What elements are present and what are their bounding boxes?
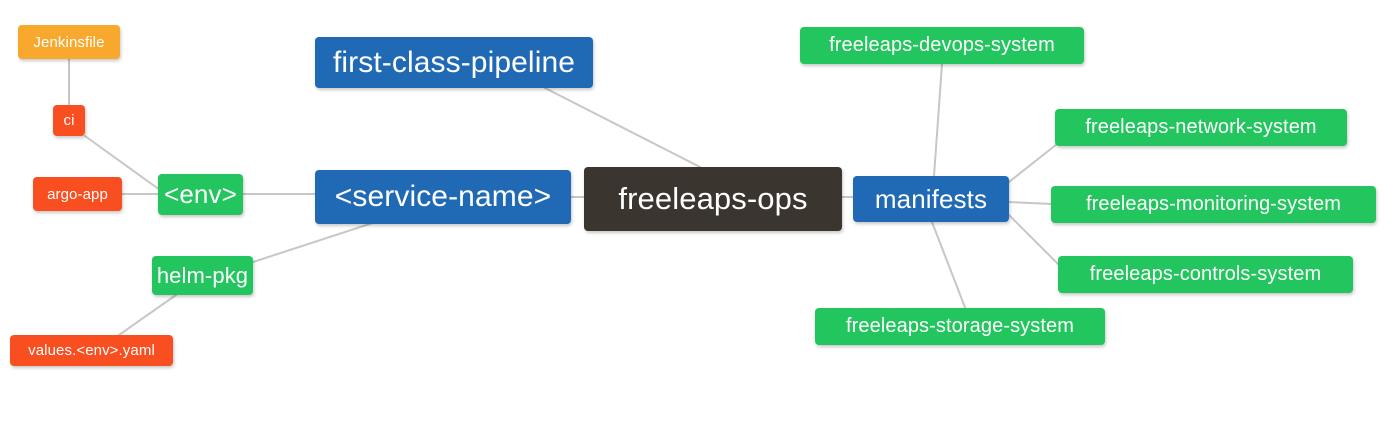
node-ci-label: ci: [63, 112, 75, 129]
node-manifests[interactable]: manifests: [853, 176, 1009, 222]
node-freeleaps-monitoring-system-label: freeleaps-monitoring-system: [1085, 193, 1341, 215]
edge-pipeline-ops: [544, 87, 701, 168]
node-argo-app[interactable]: argo-app: [33, 177, 122, 211]
node-ci[interactable]: ci: [53, 105, 85, 136]
node-env-label: <env>: [164, 179, 237, 209]
node-helm-pkg[interactable]: helm-pkg: [152, 256, 253, 295]
edge-manifests-storage: [931, 221, 967, 311]
node-service-name[interactable]: <service-name>: [315, 170, 571, 224]
edge-helm-pkg-service-name: [252, 219, 383, 263]
node-freeleaps-storage-system[interactable]: freeleaps-storage-system: [815, 308, 1105, 345]
edge-manifests-devops: [933, 63, 943, 177]
node-argo-app-label: argo-app: [47, 185, 108, 203]
node-service-name-label: <service-name>: [334, 180, 552, 213]
node-first-class-pipeline-label: first-class-pipeline: [332, 45, 576, 79]
node-freeleaps-network-system[interactable]: freeleaps-network-system: [1055, 109, 1347, 146]
node-freeleaps-ops-label: freeleaps-ops: [618, 181, 808, 216]
node-values-yaml[interactable]: values.<env>.yaml: [10, 335, 173, 366]
node-first-class-pipeline[interactable]: first-class-pipeline: [315, 37, 593, 88]
node-manifests-label: manifests: [874, 183, 988, 214]
node-freeleaps-devops-system-label: freeleaps-devops-system: [829, 34, 1055, 56]
node-freeleaps-controls-system-label: freeleaps-controls-system: [1089, 263, 1322, 285]
node-env[interactable]: <env>: [158, 174, 243, 215]
node-jenkinsfile[interactable]: Jenkinsfile: [18, 25, 120, 59]
node-freeleaps-network-system-label: freeleaps-network-system: [1085, 116, 1317, 138]
edge-manifests-network: [1008, 143, 1058, 183]
node-freeleaps-devops-system[interactable]: freeleaps-devops-system: [800, 27, 1084, 64]
edge-values-yaml-helm-pkg: [118, 294, 177, 336]
node-freeleaps-storage-system-label: freeleaps-storage-system: [845, 315, 1075, 337]
edge-manifests-monitoring: [1008, 201, 1053, 205]
edge-manifests-controls: [1008, 214, 1060, 266]
node-values-yaml-label: values.<env>.yaml: [28, 342, 155, 359]
node-jenkinsfile-label: Jenkinsfile: [33, 33, 105, 51]
node-freeleaps-monitoring-system[interactable]: freeleaps-monitoring-system: [1051, 186, 1376, 223]
node-freeleaps-controls-system[interactable]: freeleaps-controls-system: [1058, 256, 1353, 293]
node-freeleaps-ops[interactable]: freeleaps-ops: [584, 167, 842, 231]
node-helm-pkg-label: helm-pkg: [156, 262, 249, 288]
